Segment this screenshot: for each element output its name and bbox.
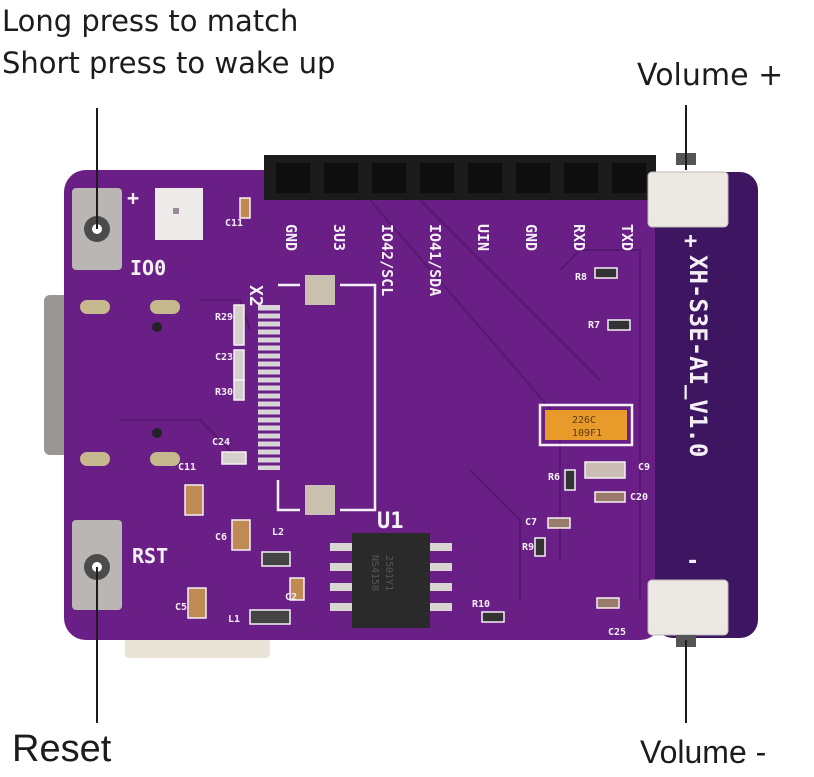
- tantalum-marking-2: 109F1: [572, 428, 602, 439]
- component-designator: C25: [608, 627, 626, 638]
- header-pin-label: IO42/SCL: [378, 224, 396, 296]
- component-designator: L1: [228, 614, 240, 625]
- smd-component: [233, 349, 245, 381]
- header-pin-label: RXD: [570, 224, 588, 251]
- smd-component: [233, 304, 245, 346]
- boot-callout-line-2: Short press to wake up: [2, 46, 336, 80]
- boot-button-dot: [92, 224, 102, 234]
- pad: [305, 485, 335, 515]
- smd-component: [184, 484, 204, 516]
- component-designator: R6: [548, 472, 560, 483]
- smd-component: [594, 491, 626, 503]
- pcb-board: [64, 170, 662, 640]
- minus-mark: -: [686, 549, 699, 574]
- chip-pins: [330, 543, 452, 611]
- header-socket: [372, 163, 406, 193]
- smd-component: [607, 319, 631, 331]
- volume-up-tab: [676, 153, 696, 165]
- component-designator: C6: [215, 532, 227, 543]
- component-designator: C5: [175, 602, 187, 613]
- header-pin-label: TXD: [618, 224, 636, 251]
- component-designator: R7: [588, 320, 600, 331]
- volume-down-button[interactable]: [647, 579, 729, 636]
- header-pin-label: GND: [522, 224, 540, 251]
- smd-component: [239, 197, 251, 219]
- smd-component: [261, 551, 291, 567]
- tantalum-capacitor: [545, 410, 627, 440]
- smd-component: [584, 461, 626, 479]
- smd-component: [564, 469, 576, 491]
- header-socket: [420, 163, 454, 193]
- plus-mark: +: [684, 229, 697, 254]
- chip-marking-2: 2501Y1: [383, 555, 394, 591]
- reset-button-label: RST: [132, 544, 168, 568]
- boot-callout-line-1: Long press to match: [2, 4, 299, 38]
- header-pin-label: GND: [282, 224, 300, 251]
- via-hole: [152, 428, 162, 438]
- header-pin-label: IO41/SDA: [426, 224, 444, 296]
- boot-button-callout: Long press to match Short press to wake …: [2, 0, 335, 84]
- silk-outline: [276, 283, 377, 512]
- display-connector-area: [655, 172, 758, 638]
- component-designator: C2: [285, 592, 297, 603]
- amplifier-chip: [352, 533, 430, 628]
- smd-component: [231, 519, 251, 551]
- reset-button-dot: [92, 562, 102, 572]
- component-designator: C23: [215, 352, 233, 363]
- component-designator: C11: [178, 462, 196, 473]
- fpc-connector: [258, 305, 280, 470]
- smd-component: [481, 611, 505, 623]
- pad: [305, 275, 335, 305]
- component-designator: C11: [225, 218, 243, 229]
- smd-component: [233, 379, 245, 401]
- component-designator: R8: [575, 272, 587, 283]
- board-name: XH-S3E-AI_V1.0: [684, 255, 712, 457]
- header-socket: [516, 163, 550, 193]
- component-designator: R30: [215, 387, 233, 398]
- component-designator: R9: [522, 542, 534, 553]
- volume-down-callout: Volume -: [640, 734, 767, 770]
- component-designator: C9: [638, 462, 650, 473]
- header-socket: [468, 163, 502, 193]
- volume-down-tab: [676, 635, 696, 647]
- crystal-label: X2: [245, 285, 266, 307]
- header-socket: [564, 163, 598, 193]
- smd-component: [221, 451, 247, 465]
- tantalum-outline: [538, 403, 634, 447]
- tantalum-marking-1: 226C: [572, 415, 596, 426]
- component-designator: L2: [272, 527, 284, 538]
- smd-component: [547, 517, 571, 529]
- header-socket: [324, 163, 358, 193]
- smd-component: [289, 577, 305, 601]
- chip-label: U1: [377, 509, 404, 534]
- smd-component: [594, 267, 618, 279]
- component-designator: C20: [630, 492, 648, 503]
- smd-component: [187, 587, 207, 619]
- component-designator: C7: [525, 517, 537, 528]
- component-designator: R29: [215, 312, 233, 323]
- component-designator: C24: [212, 437, 230, 448]
- volume-up-button[interactable]: [647, 171, 729, 228]
- header-socket: [276, 163, 310, 193]
- boot-button-label: IO0: [130, 256, 166, 280]
- smd-component: [596, 597, 620, 609]
- header-socket: [612, 163, 646, 193]
- header-pin-label: 3U3: [330, 224, 348, 251]
- via-hole: [152, 322, 162, 332]
- smd-component: [534, 537, 546, 557]
- component-designator: R10: [472, 599, 490, 610]
- reset-callout: Reset: [12, 728, 112, 770]
- mounting-pads: [80, 300, 180, 466]
- chip-marking-1: NS4158: [369, 555, 380, 591]
- boot-plus-mark: +: [127, 186, 139, 210]
- header-pin-label: UIN: [474, 224, 492, 251]
- smd-component: [249, 609, 291, 625]
- rgb-led-die: [173, 208, 179, 214]
- bottom-connector: [125, 638, 270, 658]
- volume-up-callout: Volume +: [637, 58, 784, 93]
